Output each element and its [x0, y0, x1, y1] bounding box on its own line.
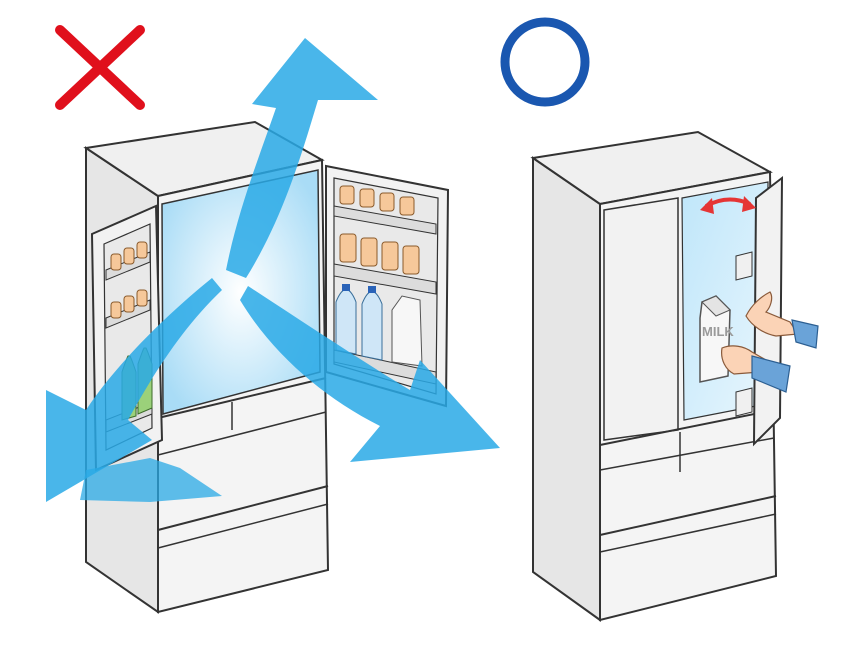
milk-label: MILK	[702, 324, 734, 339]
hand-lower-icon	[721, 345, 791, 393]
fridge-left	[46, 38, 500, 614]
fridge-right-side	[532, 156, 601, 622]
fridge-left-interior	[161, 169, 321, 415]
cold-air-escape-arrows	[46, 38, 500, 502]
fridge-right: MILK	[530, 130, 819, 622]
fridge-right-door-left	[603, 197, 679, 441]
wrong-mark-icon	[55, 25, 145, 110]
correct-mark-icon	[500, 17, 590, 107]
door-swing-arrow-icon	[700, 196, 756, 214]
hand-upper-icon	[745, 291, 819, 349]
